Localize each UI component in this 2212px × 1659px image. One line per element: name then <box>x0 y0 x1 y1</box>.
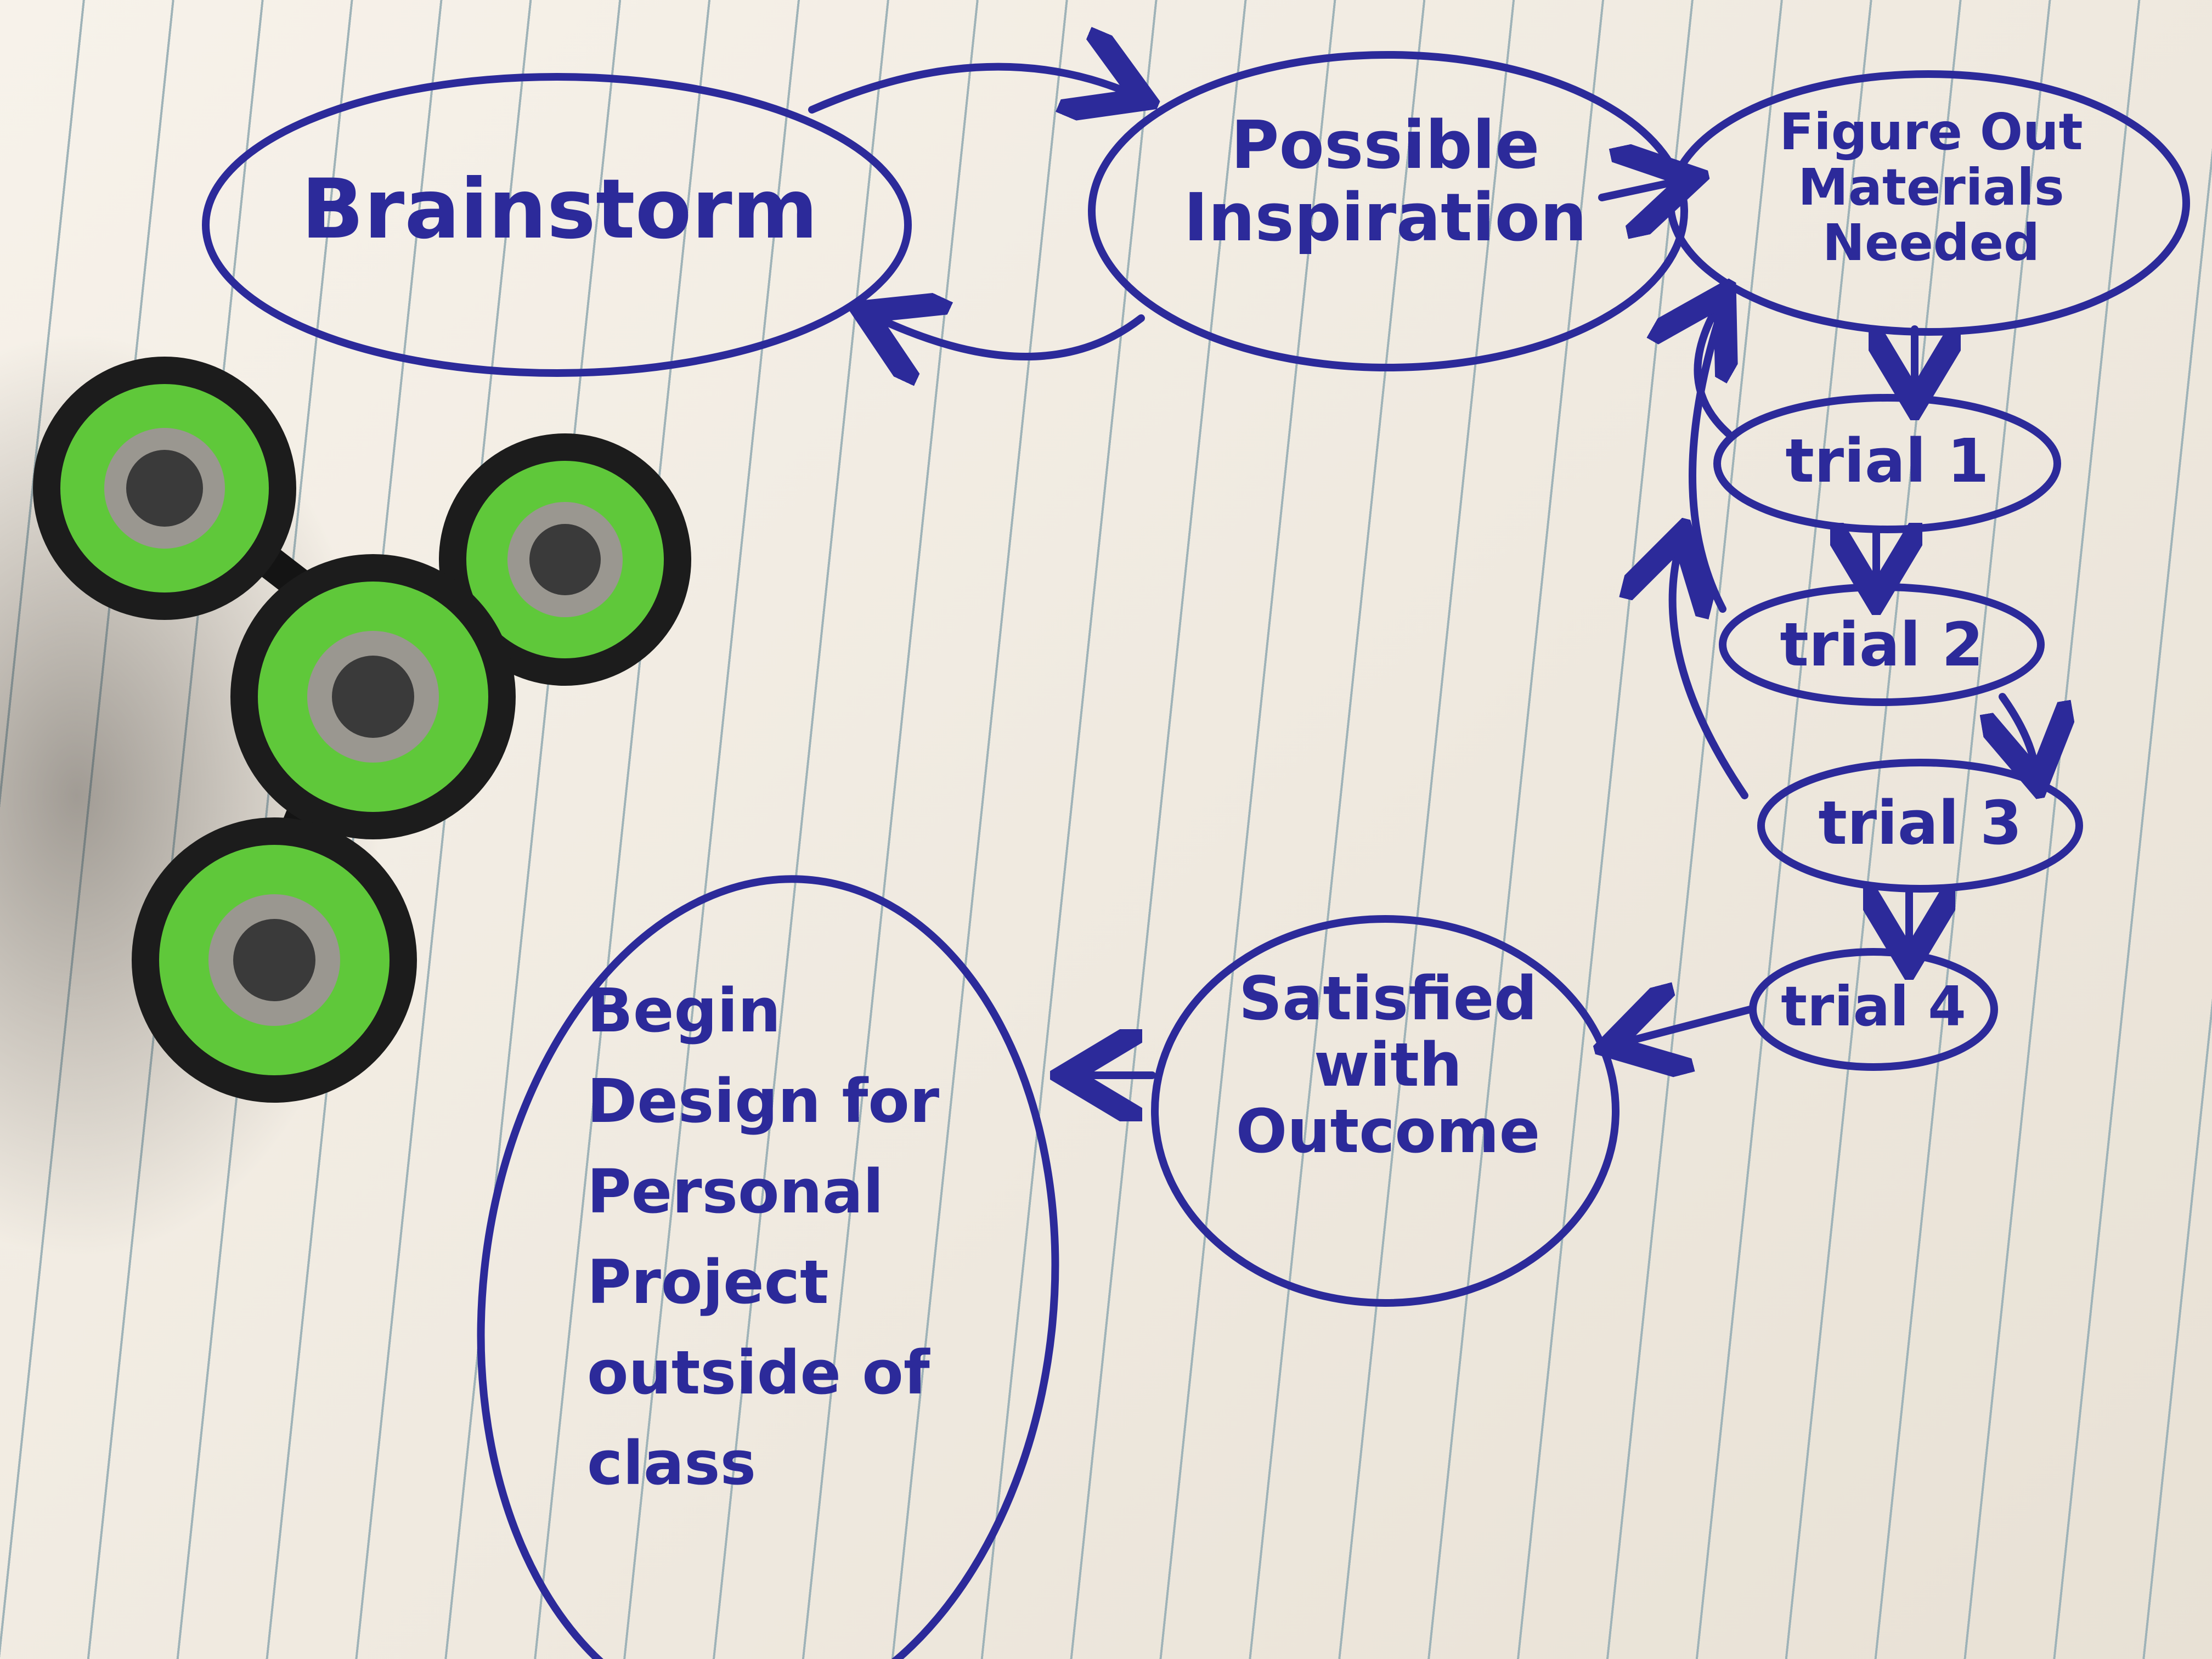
node-trial-1: trial 1 <box>1785 426 1989 496</box>
node-begin-outline <box>477 875 1059 1659</box>
node-brainstorm-outline <box>202 73 912 377</box>
node-figure-out-materials: Figure Out Materials Needed <box>1779 103 2083 273</box>
node-satisfied-outline <box>1151 915 1620 1307</box>
node-trial-4: trial 4 <box>1781 974 1966 1039</box>
node-begin-design: Begin Design for Personal Project outsid… <box>587 975 940 1498</box>
node-satisfied-with-outcome: Satisfied with Outcome <box>1235 963 1541 1166</box>
node-trial-2: trial 2 <box>1780 610 1984 680</box>
fidget-spinner <box>33 357 691 1103</box>
node-trial-3: trial 3 <box>1818 788 2022 858</box>
node-brainstorm: Brainstorm <box>301 162 819 257</box>
node-possible-inspiration: Possible Inspiration <box>1183 108 1587 256</box>
